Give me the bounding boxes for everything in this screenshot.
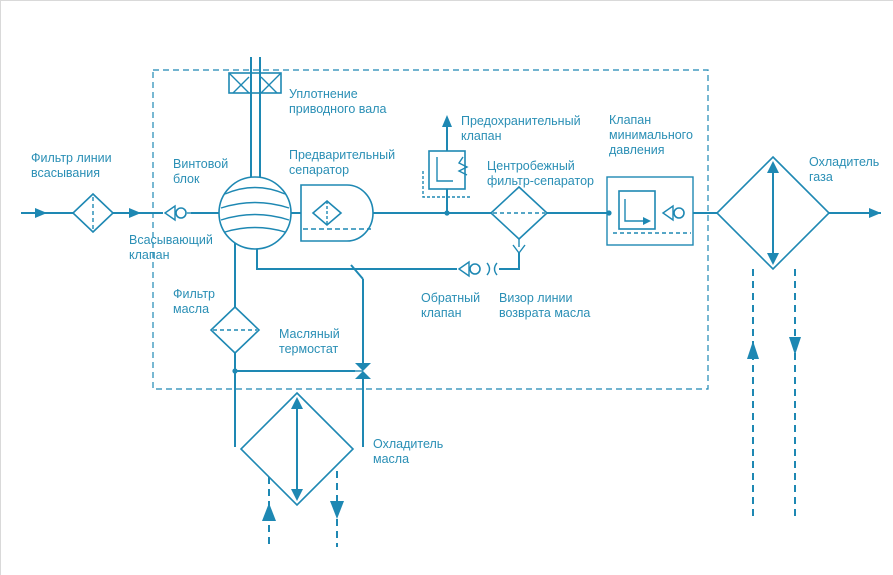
oil-filter-symbol bbox=[209, 305, 261, 355]
label-centrifugal-separator: Центробежный фильтр-сепаратор bbox=[487, 159, 594, 188]
min-pressure-valve-symbol bbox=[606, 176, 694, 246]
label-oil-return-sight: Визор линии возврата масла bbox=[499, 291, 591, 320]
oil-cooler-symbol bbox=[239, 391, 355, 547]
oil-circuit bbox=[232, 243, 371, 447]
label-oil-filter: Фильтр масла bbox=[173, 287, 215, 316]
label-safety-valve: Предохранительный клапан bbox=[461, 114, 581, 143]
label-oil-cooler: Охладитель масла bbox=[373, 437, 444, 466]
main-line bbox=[21, 208, 881, 218]
screw-block-symbol bbox=[218, 176, 292, 250]
label-oil-thermostat: Масляный термостат bbox=[279, 327, 340, 356]
label-gas-cooler: Охладитель газа bbox=[809, 155, 880, 184]
gas-cooler-symbol bbox=[715, 155, 831, 521]
label-suction-filter: Фильтр линии всасывания bbox=[31, 151, 112, 180]
pre-separator-symbol bbox=[300, 184, 374, 242]
suction-valve-symbol bbox=[163, 204, 191, 222]
label-min-pressure-valve: Клапан минимального давления bbox=[609, 113, 693, 157]
label-suction-valve: Всасывающий клапан bbox=[129, 233, 213, 262]
label-shaft-seal: Уплотнение приводного вала bbox=[289, 87, 387, 116]
label-screw-block: Винтовой блок bbox=[173, 157, 229, 186]
safety-valve-symbol bbox=[422, 115, 471, 216]
suction-filter-symbol bbox=[71, 192, 115, 234]
label-check-valve: Обратный клапан bbox=[421, 291, 481, 320]
label-pre-separator: Предварительный сепаратор bbox=[289, 148, 396, 177]
centrifugal-separator-symbol bbox=[489, 185, 549, 255]
package-boundary bbox=[152, 69, 709, 390]
shaft-seal-symbol bbox=[228, 57, 282, 177]
oil-return-line bbox=[256, 249, 520, 278]
